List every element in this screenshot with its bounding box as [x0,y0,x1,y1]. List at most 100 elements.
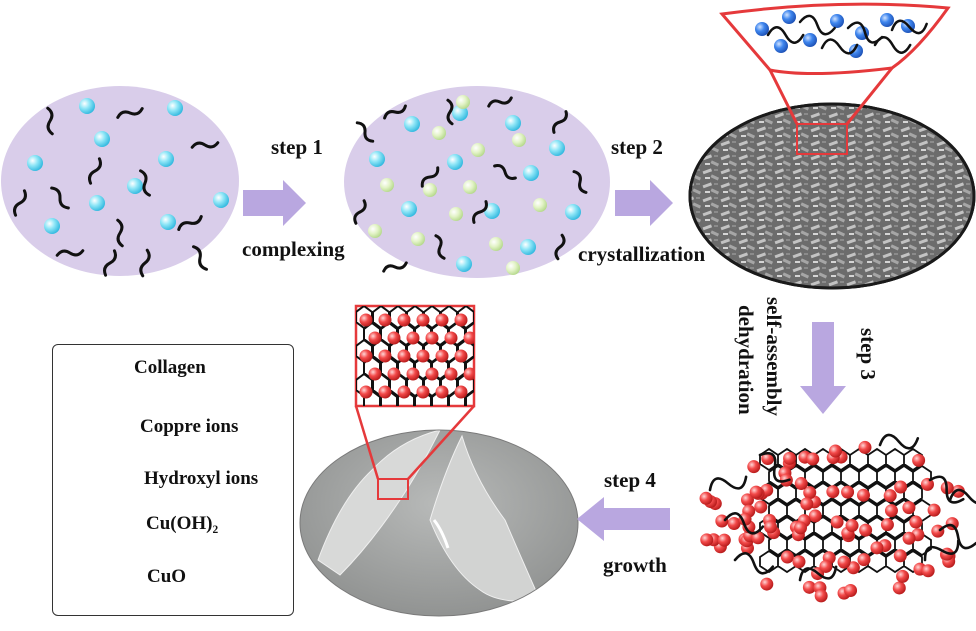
cuo-particle [883,489,897,503]
collagen-strand [192,245,208,271]
cuo-particle [793,521,807,535]
collagen-strand [190,141,220,149]
copper-ion [484,203,500,219]
ellipse-1-contents [13,98,229,278]
cuo-particle [806,452,820,466]
cuo-particle [764,520,778,534]
collagen-strand [758,451,791,483]
cuo-particle [378,313,392,327]
cuo-particle [397,313,411,327]
cuo-particle [760,577,774,591]
cuo-particle [444,331,458,345]
copper-ion [167,100,183,116]
cuo-particle [740,493,754,507]
cuo-particle [715,514,729,528]
cuoh2-particle [803,33,817,47]
cuo-particle [794,477,808,491]
cuo-particle [699,491,713,505]
cuo-particle [912,453,926,467]
collagen-strand [88,157,102,185]
cuo-particle [780,550,794,564]
copper-ion [213,192,229,208]
hydroxyl-ion [449,207,463,221]
hydroxyl-ion [432,126,446,140]
hydroxyl-ion [368,224,382,238]
collagen-strand [116,218,124,248]
arrow-step-3 [800,322,846,414]
cuo-particle [754,500,768,514]
legend-label-hydroxyl-ions: Hydroxyl ions [144,468,259,489]
copper-ion [44,218,60,234]
collagen-strand [13,189,27,217]
collagen-strand [50,186,70,210]
copper-ion [456,256,472,272]
cuo-particle [435,349,449,363]
hydroxyl-ion [380,178,394,192]
collagen-strand [873,36,912,54]
collagen-strand [948,488,976,505]
collagen-strand [383,104,407,120]
cuo-particle [893,549,907,563]
hydroxyl-ion [456,95,470,109]
cuo-particle [378,349,392,363]
collagen-strand [552,110,568,134]
hydroxyl-ion [411,232,425,246]
cuo-particle [902,501,916,515]
cuo-particle [830,515,844,529]
collagen-strand [733,552,775,575]
cuo-particle [814,589,828,603]
collagen-strand [487,96,513,108]
collagen-strand [878,433,920,450]
zoom-callout-cuoh2 [719,2,951,125]
cuo-particle [738,512,752,526]
collagen-strand [353,199,367,225]
collagen-strand [554,233,566,261]
collagen-strand [708,475,748,492]
copper-ion [401,201,417,217]
cuo-particle [894,480,908,494]
copper-ion [404,116,420,132]
cuo-particle [857,553,871,567]
cuoh2-particle [774,39,788,53]
cuo-particle [749,485,763,499]
cuo-particle [870,541,884,555]
arrow-step-1 [243,180,306,226]
cuo-particle [406,331,420,345]
cuo-particle [927,503,941,517]
cuo-particle [826,485,840,499]
copper-ion [89,195,105,211]
cuo-particle [884,504,898,518]
legend-label-copper-ions: Coppre ions [140,416,239,437]
hydroxyl-ion [512,133,526,147]
copper-ion [94,131,110,147]
copper-ion [520,239,536,255]
zoom-box-crystallization [796,123,848,155]
zoom-box-growth [377,478,409,500]
legend-label-collagen: Collagen [134,357,206,378]
cuo-particle [727,517,741,531]
collagen-strand [890,19,928,35]
cuo-particle [425,331,439,345]
cuo-particle [425,367,439,381]
step-2-action-label: crystallization [578,242,706,266]
cuoh2-particle [880,13,894,27]
cuo-particle [920,477,934,491]
collagen-strand [928,475,965,504]
cuo-particle [844,584,858,598]
legend [52,344,294,616]
step-4-action-label: growth [603,553,667,577]
collagen-strand [766,26,805,44]
cuo-particle [846,561,860,575]
cuo-particle [416,313,430,327]
copper-ion [369,151,385,167]
step-2-label: step 2 [611,135,663,159]
cuo-particle [892,581,906,595]
collagen-strand [846,21,884,44]
cuo-particle [921,564,935,578]
collagen-strand [355,121,375,143]
cuo-particle [416,349,430,363]
collagen-strand [798,565,838,582]
cuo-particle [902,531,916,545]
zoom-callout-cuo [354,304,476,480]
cuo-particle [435,385,449,399]
